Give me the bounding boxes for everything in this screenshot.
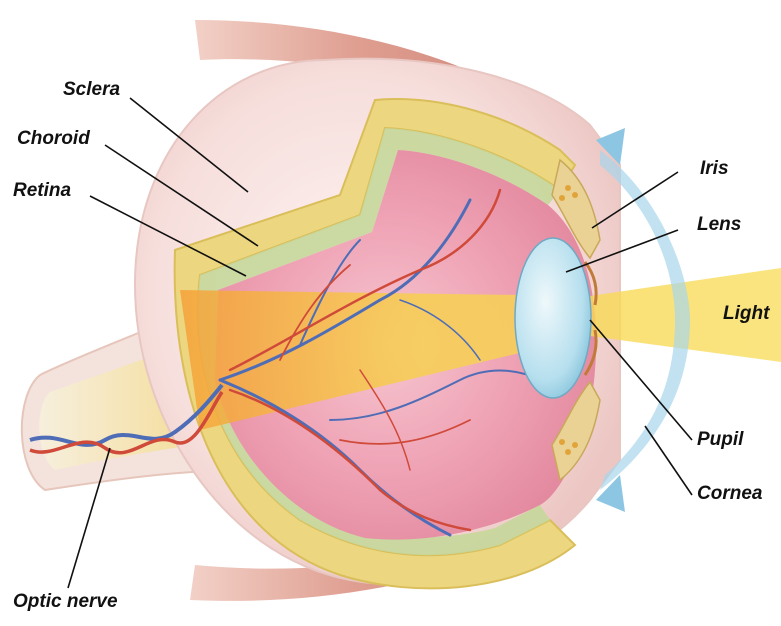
label-choroid: Choroid bbox=[17, 129, 90, 148]
label-light: Light bbox=[723, 304, 769, 323]
label-pupil: Pupil bbox=[697, 430, 743, 449]
label-iris: Iris bbox=[700, 159, 729, 178]
label-lens: Lens bbox=[697, 215, 741, 234]
label-sclera: Sclera bbox=[63, 80, 120, 99]
leader-cornea bbox=[645, 426, 692, 495]
label-retina: Retina bbox=[13, 181, 71, 200]
label-cornea: Cornea bbox=[697, 484, 762, 503]
label-optic-nerve: Optic nerve bbox=[13, 592, 118, 611]
lens-shape bbox=[515, 238, 591, 398]
